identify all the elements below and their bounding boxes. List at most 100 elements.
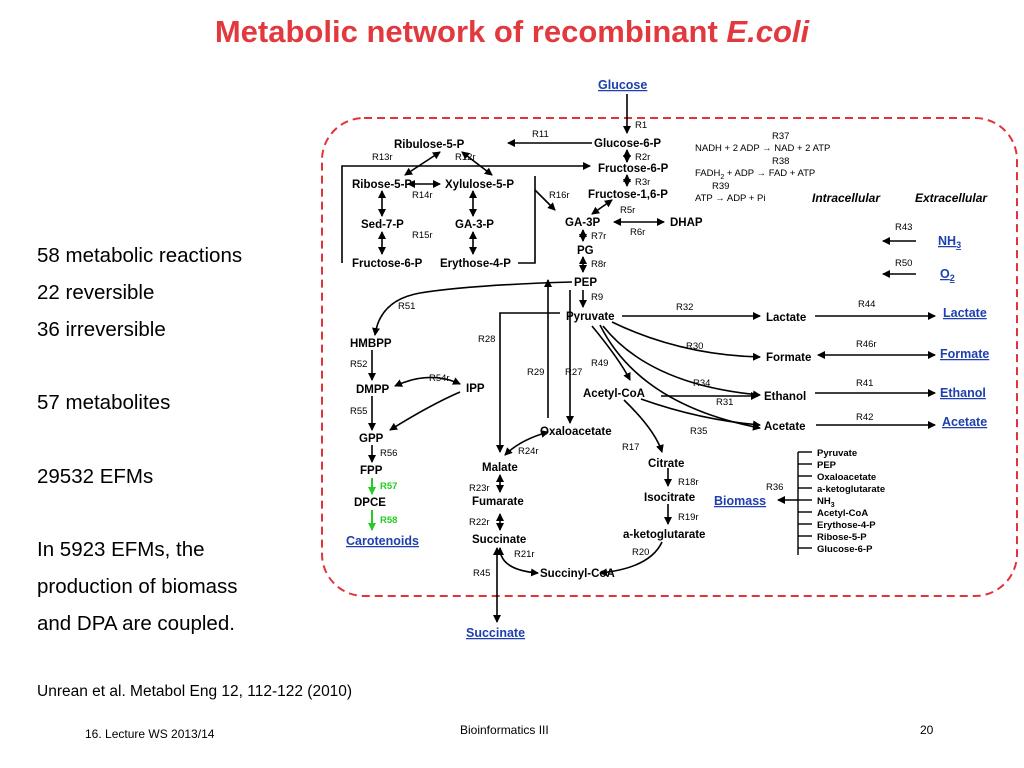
rxn-r36: R36 <box>766 482 783 493</box>
rxn-r55: R55 <box>350 406 367 417</box>
rxn-r58: R58 <box>380 515 397 526</box>
rxn-r23r: R23r <box>469 483 490 494</box>
rxn-r24r: R24r <box>518 446 539 457</box>
met-acetyl-coa: Acetyl-CoA <box>583 388 645 400</box>
met-ribulose-5-p: Ribulose-5-P <box>394 139 465 151</box>
met-pyruvate: Pyruvate <box>566 311 615 323</box>
rxn-r12r: R12r <box>455 152 476 163</box>
rxn-r28: R28 <box>478 334 495 345</box>
ext-ethanol: Ethanol <box>940 386 986 400</box>
title-text: Metabolic network of recombinant <box>214 14 727 49</box>
zone-extracellular: Extracellular <box>915 191 988 205</box>
rxn-r18r: R18r <box>678 477 699 488</box>
ext-o2: O2 <box>940 267 955 283</box>
footer-lecture: 16. Lecture WS 2013/14 <box>85 727 215 741</box>
rxn-r57: R57 <box>380 481 397 492</box>
ext-formate: Formate <box>940 347 989 361</box>
met-dmpp: DMPP <box>356 384 390 396</box>
rxn-r30: R30 <box>686 341 703 352</box>
rxn-r21r: R21r <box>514 549 535 560</box>
rxn-r5r: R5r <box>620 205 635 216</box>
rxn-r13r: R13r <box>372 152 393 163</box>
met-isocitrate: Isocitrate <box>644 492 695 504</box>
rxn-r29: R29 <box>527 367 544 378</box>
rxn-r54r: R54r <box>429 373 450 384</box>
met-oxaloacetate: Oxaloacetate <box>540 426 612 438</box>
cell-boundary <box>321 117 1018 597</box>
rxn-r51: R51 <box>398 301 415 312</box>
met-fructose-6-p-ppp: Fructose-6-P <box>352 258 423 270</box>
stat-coupled-line-1: In 5923 EFMs, the <box>37 538 205 562</box>
rxn-r31: R31 <box>716 397 733 408</box>
biomass-component-pyruvate: Pyruvate <box>817 448 857 459</box>
met-hmbpp: HMBPP <box>350 338 392 350</box>
met-ipp: IPP <box>466 383 485 395</box>
rxn-r50: R50 <box>895 258 912 269</box>
rxn-r37: R37 <box>772 131 789 142</box>
stat-irreversible: 36 irreversible <box>37 317 166 341</box>
rxn-r8r: R8r <box>591 259 606 270</box>
met-pg: PG <box>577 245 594 257</box>
ext-nh3: NH3 <box>938 234 961 250</box>
equation-r39: ATP → ADP + Pi <box>695 193 766 204</box>
met-xylulose-5-p: Xylulose-5-P <box>445 179 514 191</box>
footer-course: Bioinformatics III <box>460 723 549 737</box>
citation: Unrean et al. Metabol Eng 12, 112-122 (2… <box>37 683 353 700</box>
rxn-r49: R49 <box>591 358 608 369</box>
rxn-r35: R35 <box>690 426 707 437</box>
rxn-r22r: R22r <box>469 517 490 528</box>
page-number: 20 <box>920 723 934 737</box>
biomass-component-oxaloacetate: Oxaloacetate <box>817 472 876 483</box>
rxn-r46r: R46r <box>856 339 877 350</box>
met-succinate: Succinate <box>472 534 526 546</box>
rxn-r45: R45 <box>473 568 490 579</box>
rxn-r44: R44 <box>858 299 875 310</box>
met-fructose-1-6-p: Fructose-1,6-P <box>588 189 668 201</box>
rxn-r32: R32 <box>676 302 693 313</box>
met-ribose-5-p: Ribose-5-P <box>352 179 412 191</box>
met-a-ketoglutarate: a-ketoglutarate <box>623 529 705 541</box>
slide-title: Metabolic network of recombinant E.coli <box>0 14 1024 50</box>
stat-efms: 29532 EFMs <box>37 464 154 488</box>
ext-glucose: Glucose <box>598 78 647 92</box>
rxn-r1: R1 <box>635 120 647 131</box>
ext-biomass: Biomass <box>714 494 766 508</box>
rxn-r16r: R16r <box>549 190 570 201</box>
ext-carotenoids: Carotenoids <box>346 534 419 548</box>
met-lactate: Lactate <box>766 312 806 324</box>
rxn-r19r: R19r <box>678 512 699 523</box>
ext-acetate: Acetate <box>942 415 987 429</box>
rxn-r34: R34 <box>693 378 710 389</box>
zone-intracellular: Intracellular <box>812 191 881 205</box>
met-dpce: DPCE <box>354 497 386 509</box>
rxn-r2r: R2r <box>635 152 650 163</box>
network-statistics: 58 metabolic reactions 22 reversible 36 … <box>37 238 242 643</box>
met-formate: Formate <box>766 352 811 364</box>
met-glucose-6-p: Glucose-6-P <box>594 138 661 150</box>
rxn-r56: R56 <box>380 448 397 459</box>
rxn-r27: R27 <box>565 367 582 378</box>
stat-reversible: 22 reversible <box>37 280 155 304</box>
rxn-r20: R20 <box>632 547 649 558</box>
stat-reactions: 58 metabolic reactions <box>37 244 243 267</box>
met-gpp: GPP <box>359 433 384 445</box>
met-ethanol: Ethanol <box>764 391 806 403</box>
met-succinyl-coa: Succinyl-CoA <box>540 568 615 580</box>
biomass-component-pep: PEP <box>817 460 837 471</box>
rxn-r6r: R6r <box>630 227 645 238</box>
ext-lactate: Lactate <box>943 306 987 320</box>
rxn-r3r: R3r <box>635 177 650 188</box>
rxn-r42: R42 <box>856 412 873 423</box>
biomass-component-nh3: NH3 <box>817 496 835 509</box>
met-fructose-6-p: Fructose-6-P <box>598 163 669 175</box>
stat-coupled-line-2: production of biomass <box>37 575 238 599</box>
met-acetate: Acetate <box>764 421 806 433</box>
biomass-bracket <box>797 451 812 555</box>
met-erythrose-4-p: Erythose-4-P <box>440 258 511 270</box>
rxn-r17: R17 <box>622 442 639 453</box>
ext-succinate: Succinate <box>466 626 525 640</box>
equation-r37: NADH + 2 ADP → NAD + 2 ATP <box>695 143 830 154</box>
rxn-r43: R43 <box>895 222 912 233</box>
rxn-r7r: R7r <box>591 231 606 242</box>
